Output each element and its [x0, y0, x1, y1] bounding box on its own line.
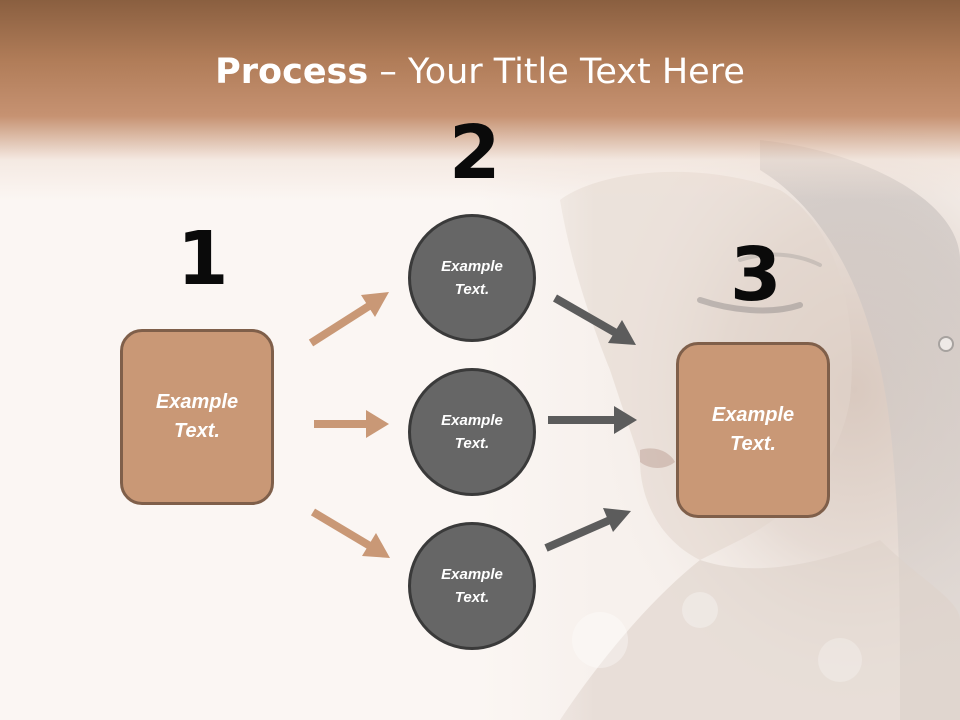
arrow-tan-down: [310, 508, 390, 558]
slide-title: Process – Your Title Text Here: [0, 52, 960, 92]
header-band: [0, 0, 960, 200]
circle-middle-text: Example Text.: [441, 412, 503, 452]
title-bold: Process: [215, 52, 369, 92]
step-number-3: 3: [730, 232, 782, 318]
step-1-box: Example Text.: [120, 329, 274, 505]
arrow-tan-right: [314, 410, 389, 438]
step-1-text: Example Text.: [155, 391, 239, 442]
title-rest: – Your Title Text Here: [368, 52, 745, 92]
circle-bottom: Example Text.: [408, 522, 536, 650]
arrow-gray-up: [544, 508, 631, 552]
step-number-1: 1: [177, 216, 229, 302]
step-number-2: 2: [449, 110, 501, 196]
arrow-tan-up: [308, 292, 389, 347]
arrow-gray-down: [553, 294, 636, 345]
step-3-text: Example Text.: [711, 404, 795, 455]
circle-middle: Example Text.: [408, 368, 536, 496]
step-3-box: Example Text.: [676, 342, 830, 518]
circle-top-text: Example Text.: [441, 258, 503, 298]
circle-top: Example Text.: [408, 214, 536, 342]
arrow-gray-right: [548, 406, 637, 434]
circle-bottom-text: Example Text.: [441, 566, 503, 606]
